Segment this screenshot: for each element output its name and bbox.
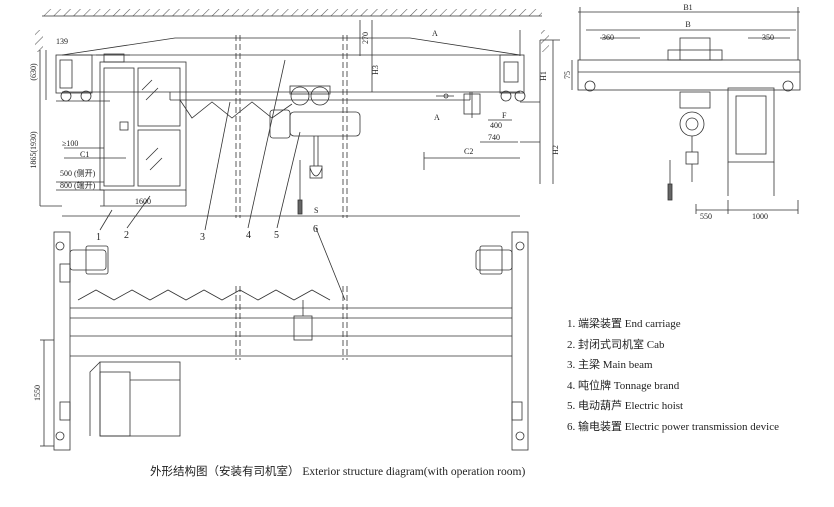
dim-270: 270 [361,32,370,44]
dim-1000: 1000 [752,212,768,221]
ceiling-hatch [42,9,542,16]
legend-item-tonnage-brand: 4. 吨位牌 Tonnage brand [567,379,680,392]
dim-740: 740 [488,133,500,142]
side-view [571,7,801,214]
dim-1550: 1550 [33,385,42,401]
dim-ge100: ≥100 [62,139,78,148]
front-elevation [35,9,560,301]
callout-4: 4 [246,230,251,241]
dim-350: 350 [762,33,774,42]
left-wall-hatch [35,30,43,52]
legend-item-cab: 2. 封闭式司机室 Cab [567,338,665,351]
dim-75: 75 [563,71,572,79]
dim-b1: B1 [683,3,692,12]
callout-5: 5 [274,230,279,241]
dim-139: 139 [56,37,68,46]
legend-item-power-transmission: 6. 输电装置 Electric power transmission devi… [567,420,780,433]
dim-f: F [502,111,507,120]
dim-h3: H3 [371,65,380,75]
callout-numbers: 1 2 3 4 5 6 [96,224,318,243]
legend-item-main-beam: 3. 主梁 Main beam [567,359,653,372]
dim-400: 400 [490,121,502,130]
plan-view [40,231,529,451]
right-wall-hatch [541,30,549,52]
legend-item-electric-hoist: 5. 电动葫芦 Electric hoist [567,400,684,413]
dim-800: 800 (端开) [60,180,96,190]
dim-h1: H1 [539,71,548,81]
dim-550: 550 [700,212,712,221]
dim-1600: 1600 [135,197,151,206]
dim-s: S [314,206,318,215]
dim-360: 360 [602,33,614,42]
dim-h2: H2 [551,145,560,155]
dim-c1: C1 [80,150,89,159]
dim-500: 500 (侧开) [60,168,96,178]
dim-c2: C2 [464,147,473,156]
callout-6: 6 [313,224,318,235]
dim-1865-1930: 1865(1930) [29,131,38,169]
dim-a-bottom: A [434,113,440,122]
callout-1: 1 [96,232,101,243]
dim-a-top: A [432,29,438,38]
diagram-caption: 外形结构图（安装有司机室） Exterior structure diagram… [150,466,526,478]
legend-list: 1. 端梁装置 End carriage 2. 封闭式司机室 Cab 3. 主梁… [567,314,829,438]
dimension-labels: (630) 1865(1930) 139 ≥100 C1 500 (侧开) 80… [29,3,774,401]
legend-item-end-carriage: 1. 端梁装置 End carriage [567,318,681,330]
callout-2: 2 [124,230,129,241]
dim-b: B [685,20,690,29]
dim-630: (630) [29,63,38,81]
callout-3: 3 [200,232,205,243]
